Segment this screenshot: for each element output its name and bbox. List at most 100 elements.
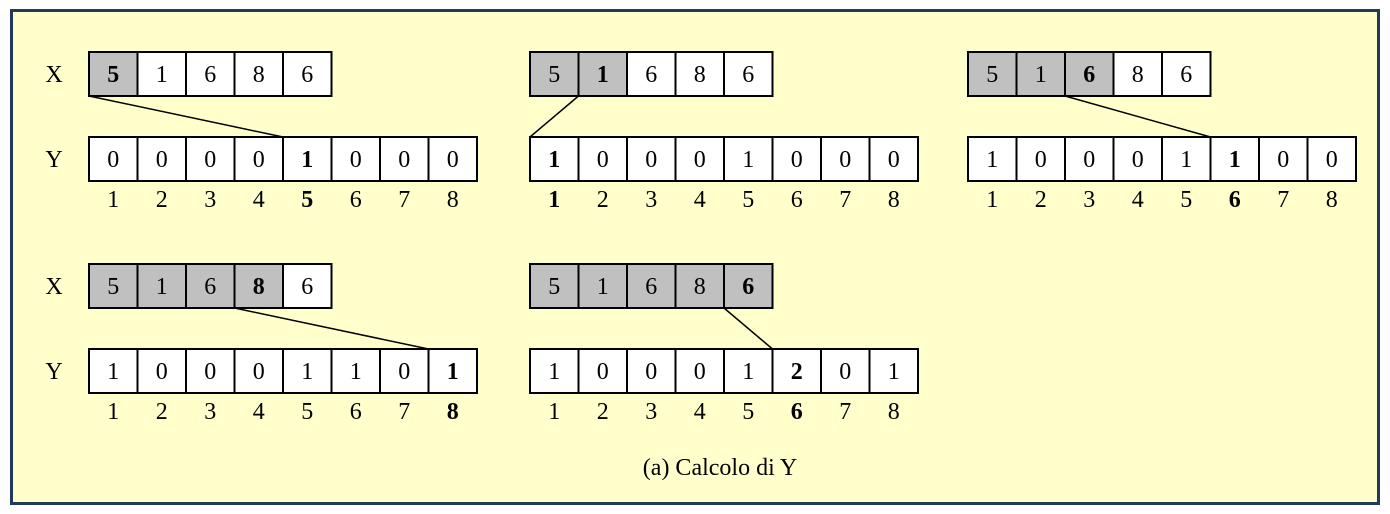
y-cell	[185, 136, 236, 182]
index-label: 6	[1229, 187, 1241, 213]
x-cell-value: 6	[645, 274, 657, 300]
x-cell-value: 8	[1132, 62, 1144, 88]
y-cell-value: 0	[204, 147, 216, 173]
y-cell-value: 0	[1083, 147, 1095, 173]
y-cell-value: 1	[1229, 147, 1241, 173]
y-cell	[379, 136, 430, 182]
y-cell-value: 0	[398, 147, 410, 173]
x-cell	[674, 263, 725, 309]
index-label: 5	[301, 187, 313, 213]
index-label: 3	[204, 187, 216, 213]
x-cell	[282, 263, 333, 309]
index-label: 6	[791, 399, 803, 425]
connector-line	[1064, 95, 1211, 138]
y-cell-value: 0	[597, 359, 609, 385]
y-cell-value: 0	[839, 359, 851, 385]
x-cell-value: 5	[107, 274, 119, 300]
y-cell-value: 0	[791, 147, 803, 173]
y-cell-value: 1	[1180, 147, 1192, 173]
y-cell-value: 0	[107, 147, 119, 173]
y-cell-value: 1	[742, 147, 754, 173]
row-label-x: X	[45, 274, 62, 300]
connector-line	[234, 307, 429, 350]
y-cell-value: 0	[398, 359, 410, 385]
y-cell-value: 0	[156, 359, 168, 385]
y-cell-value: 1	[447, 359, 459, 385]
connector-line	[88, 95, 284, 138]
y-cell-value: 0	[253, 359, 265, 385]
index-label: 7	[398, 187, 410, 213]
y-cell-value: 1	[548, 147, 560, 173]
index-label: 8	[888, 399, 900, 425]
x-cell	[282, 51, 333, 97]
x-cell	[88, 263, 139, 309]
caption: (a) Calcolo di Y	[643, 455, 797, 481]
index-label: 1	[107, 399, 119, 425]
index-label: 8	[888, 187, 900, 213]
y-cell-value: 0	[350, 147, 362, 173]
y-cell-value: 1	[888, 359, 900, 385]
index-label: 4	[694, 399, 706, 425]
index-label: 1	[548, 399, 560, 425]
x-cell-value: 1	[156, 274, 168, 300]
x-cell	[88, 51, 139, 97]
y-cell-value: 1	[350, 359, 362, 385]
row-label-x: X	[45, 62, 62, 88]
x-cell-value: 8	[253, 62, 265, 88]
y-cell	[529, 136, 580, 182]
index-label: 5	[742, 399, 754, 425]
x-cell-value: 6	[204, 274, 216, 300]
index-label: 8	[447, 187, 459, 213]
x-cell-value: 1	[156, 62, 168, 88]
index-label: 6	[791, 187, 803, 213]
x-cell	[1161, 51, 1212, 97]
x-cell	[1112, 51, 1163, 97]
x-cell-value: 1	[597, 274, 609, 300]
y-cell-value: 1	[107, 359, 119, 385]
x-cell	[626, 263, 677, 309]
index-label: 5	[742, 187, 754, 213]
x-cell-value: 5	[548, 62, 560, 88]
index-label: 2	[597, 187, 609, 213]
y-cell-value: 1	[301, 359, 313, 385]
x-cell-value: 6	[204, 62, 216, 88]
x-cell-value: 8	[694, 274, 706, 300]
x-cell	[723, 51, 774, 97]
y-cell-value: 0	[694, 147, 706, 173]
index-label: 3	[645, 187, 657, 213]
y-cell	[577, 348, 628, 394]
y-cell	[868, 136, 919, 182]
index-label: 8	[1326, 187, 1338, 213]
index-label: 2	[156, 187, 168, 213]
y-cell	[1306, 136, 1357, 182]
y-cell-value: 2	[791, 359, 803, 385]
index-label: 2	[1035, 187, 1047, 213]
y-cell	[577, 136, 628, 182]
y-cell-value: 1	[548, 359, 560, 385]
index-label: 4	[1132, 187, 1144, 213]
x-cell	[577, 51, 628, 97]
y-cell-value: 0	[1326, 147, 1338, 173]
y-cell-value: 1	[986, 147, 998, 173]
y-cell-value: 0	[694, 359, 706, 385]
x-cell-value: 8	[253, 274, 265, 300]
y-cell-value: 0	[156, 147, 168, 173]
y-cell-value: 0	[204, 359, 216, 385]
y-cell	[771, 136, 822, 182]
y-cell	[1015, 136, 1066, 182]
x-cell-value: 1	[1035, 62, 1047, 88]
y-cell	[771, 348, 822, 394]
y-cell-value: 0	[1277, 147, 1289, 173]
y-cell-value: 0	[888, 147, 900, 173]
index-label: 1	[548, 187, 560, 213]
y-cell	[674, 348, 725, 394]
x-cell	[626, 51, 677, 97]
x-cell	[1015, 51, 1066, 97]
x-cell-value: 5	[548, 274, 560, 300]
x-cell-value: 6	[1180, 62, 1192, 88]
x-cell-value: 1	[597, 62, 609, 88]
x-cell	[233, 51, 284, 97]
